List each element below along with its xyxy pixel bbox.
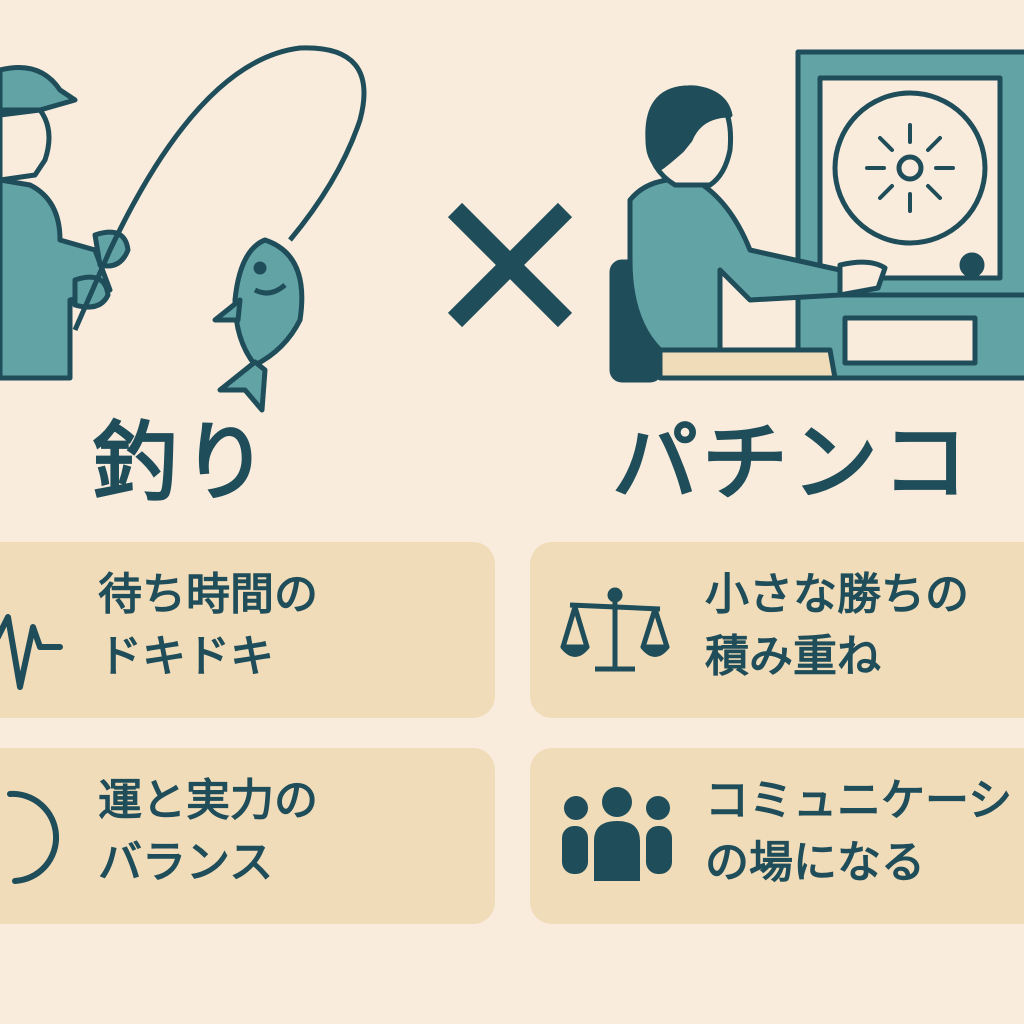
fish-icon bbox=[212, 237, 305, 413]
circle-icon bbox=[7, 790, 60, 884]
group-icon bbox=[562, 787, 672, 881]
pachinko-machine-icon bbox=[795, 49, 1024, 381]
card-line-1: 待ち時間の bbox=[98, 569, 318, 620]
card-line-1: 運と実力の bbox=[98, 775, 318, 826]
card-waiting-thrill: 待ち時間の ドキドキ bbox=[0, 542, 495, 718]
card-line-2: バランス bbox=[98, 837, 274, 888]
pachinko-title: パチンコ bbox=[612, 413, 972, 513]
pachinko-illustration bbox=[609, 49, 1024, 383]
card-luck-skill-balance: 運と実力の バランス bbox=[0, 748, 495, 924]
scale-icon bbox=[560, 587, 670, 672]
card-line-2: ドキドキ bbox=[98, 631, 274, 682]
player-icon bbox=[609, 85, 888, 383]
fisherman-icon bbox=[0, 65, 131, 381]
fishing-illustration bbox=[0, 45, 367, 413]
heartbeat-icon bbox=[0, 614, 63, 690]
card-communication: コミュニケーシ の場になる bbox=[530, 748, 1024, 924]
card-line-2: 積み重ね bbox=[705, 631, 881, 682]
card-small-wins: 小さな勝ちの 積み重ね bbox=[530, 542, 1024, 718]
card-line-1: 小さな勝ちの bbox=[705, 569, 969, 620]
fishing-title: 釣り bbox=[92, 413, 272, 513]
card-line-1: コミュニケーシ bbox=[705, 775, 1013, 826]
fishing-rod-icon bbox=[72, 45, 367, 332]
cross-icon bbox=[447, 202, 573, 328]
card-line-2: の場になる bbox=[705, 837, 925, 888]
